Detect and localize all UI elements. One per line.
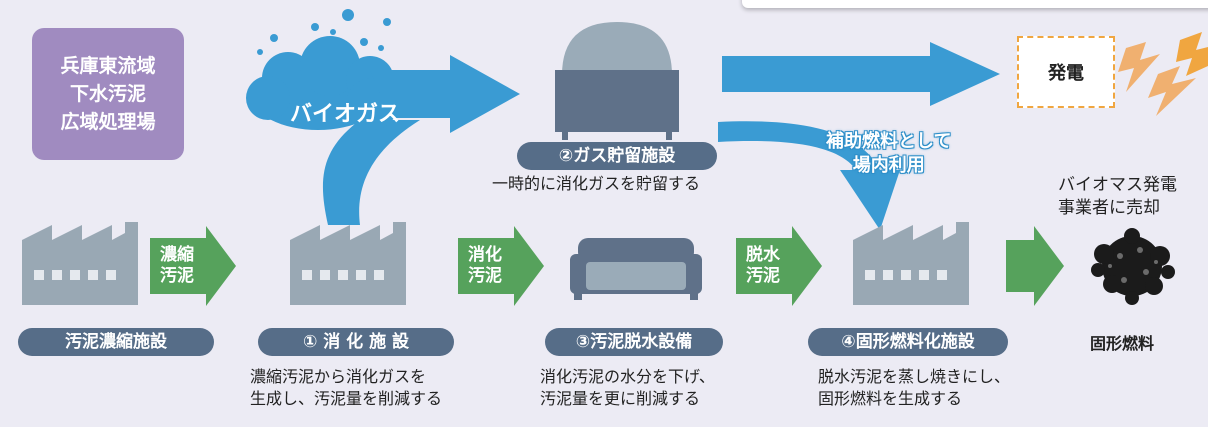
lightning-icons (1118, 32, 1208, 116)
auxiliary-fuel-label: 補助燃料として 場内利用 (826, 131, 952, 176)
digestion-facility-label: ① 消 化 施 設 (258, 328, 454, 356)
biogas-up-arrow (322, 120, 420, 225)
solid-fuel-description: 脱水汚泥を蒸し焼きにし、 固形燃料を生成する (818, 367, 1011, 408)
dewatered-sludge-arrow (736, 226, 822, 306)
power-generation-box: 発電 (1017, 36, 1115, 108)
top-info-panel (742, 0, 1208, 8)
solid-fuel-pellets-icon (1091, 228, 1175, 305)
digestion-factory-icon (290, 222, 406, 305)
bubble-icons (257, 9, 391, 55)
thickening-factory-icon (22, 222, 138, 305)
solid-fuel-factory-icon (853, 222, 969, 305)
to-power-arrow (722, 42, 1000, 106)
dewatering-equipment-icon (570, 238, 702, 300)
gas-storage-facility-label: ②ガス貯留施設 (517, 142, 717, 170)
biogas-cloud-icon (246, 36, 520, 133)
biogas-label: バイオガス (290, 102, 401, 127)
digested-sludge-arrow (458, 226, 544, 306)
dewatering-description: 消化汚泥の水分を下げ、 汚泥量を更に削減する (540, 367, 715, 408)
digestion-description: 濃縮汚泥から消化ガスを 生成し、汚泥量を削減する (250, 367, 443, 408)
dewatering-facility-label: ③汚泥脱水設備 (545, 328, 723, 356)
thickened-sludge-arrow (150, 226, 236, 306)
power-label: 発電 (1048, 63, 1084, 84)
solid-fuel-label: 固形燃料 (1090, 334, 1155, 353)
thickened-sludge-label: 濃縮 汚泥 (160, 245, 194, 286)
digested-sludge-label: 消化 汚泥 (468, 245, 502, 286)
dewatered-sludge-label: 脱水 汚泥 (746, 245, 780, 286)
pellet-highlights (1108, 247, 1158, 283)
org-name-box: 兵庫東流域 下水汚泥 広域処理場 (32, 28, 184, 160)
gas-storage-tank-icon (555, 22, 679, 140)
solid-fuel-facility-label: ④固形燃料化施設 (808, 328, 1008, 356)
gas-storage-description: 一時的に消化ガスを貯留する (492, 174, 701, 193)
thickening-facility-label: 汚泥濃縮施設 (18, 328, 214, 356)
auxiliary-fuel-arrow (718, 121, 900, 230)
to-sale-arrow (1006, 226, 1064, 306)
sell-label: バイオマス発電 事業者に売却 (1058, 175, 1177, 218)
